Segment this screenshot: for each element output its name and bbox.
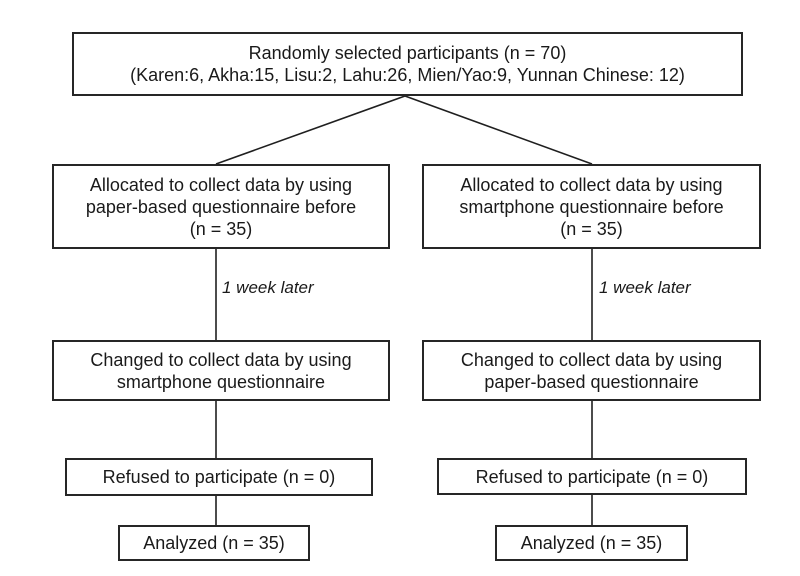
node-allocated-paper-first: Allocated to collect data by using paper… — [52, 164, 390, 249]
node-randomly-selected: Randomly selected participants (n = 70) … — [72, 32, 743, 96]
node-analyzed-left: Analyzed (n = 35) — [118, 525, 310, 561]
node-analyzed-right: Analyzed (n = 35) — [495, 525, 688, 561]
diagonal-left-line — [215, 95, 406, 165]
interval-label-left: 1 week later — [222, 278, 314, 297]
node-changed-to-smartphone: Changed to collect data by using smartph… — [52, 340, 390, 401]
node-refused-left: Refused to participate (n = 0) — [65, 458, 373, 496]
node-changed-to-paper: Changed to collect data by using paper-b… — [422, 340, 761, 401]
diagonal-right-line — [404, 95, 593, 165]
node-refused-right: Refused to participate (n = 0) — [437, 458, 747, 495]
node-allocated-smartphone-first: Allocated to collect data by using smart… — [422, 164, 761, 249]
interval-label-right: 1 week later — [599, 278, 691, 297]
